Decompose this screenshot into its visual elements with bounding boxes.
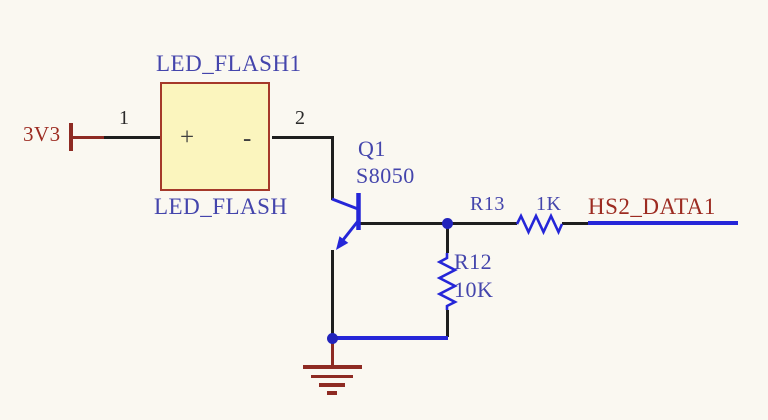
- led-pin1-number: 1: [119, 107, 130, 129]
- wire-collector-vertical: [331, 136, 334, 200]
- ground-stem: [330, 341, 334, 366]
- power-port-stub-wire: [71, 136, 104, 139]
- r13-value-label: 1K: [536, 193, 562, 215]
- transistor-emitter-arrow: [336, 236, 349, 250]
- led-plus-marking: +: [180, 124, 195, 151]
- led-component-body: [160, 82, 270, 191]
- resistor-r12-zigzag: [436, 253, 458, 310]
- wire-node-to-r12: [445, 227, 449, 253]
- r12-value-label: 10K: [454, 277, 494, 302]
- resistor-r13-zigzag: [515, 212, 564, 236]
- junction-dot-base-node: [441, 217, 453, 229]
- junction-dot-ground-node: [327, 332, 338, 344]
- npn-transistor-symbol: [331, 193, 361, 250]
- led-comment-label: LED_FLASH: [154, 194, 288, 219]
- wire-r12-bottom-lead: [445, 310, 449, 337]
- ground-bar-4: [327, 391, 337, 395]
- led-minus-marking: -: [243, 125, 252, 152]
- r13-designator-label: R13: [470, 193, 505, 215]
- wire-emitter-vertical: [331, 250, 334, 338]
- wire-led-pin2: [272, 136, 334, 139]
- power-port-bar: [69, 123, 73, 151]
- transistor-designator-label: Q1: [358, 136, 386, 161]
- wire-base: [360, 222, 445, 225]
- transistor-emitter-line: [341, 220, 360, 241]
- transistor-collector-line: [331, 197, 359, 211]
- wire-r13-out: [562, 222, 589, 225]
- transistor-part-label: S8050: [356, 163, 415, 188]
- wire-3v3-to-led: [104, 136, 160, 139]
- wire-node-to-r13: [447, 222, 517, 225]
- wire-bottom-horizontal: [331, 336, 448, 340]
- led-pin2-number: 2: [295, 107, 306, 129]
- ground-bar-3: [319, 383, 345, 387]
- ground-bar-2: [311, 374, 353, 378]
- net-label-hs2-data1: HS2_DATA1: [588, 194, 716, 219]
- led-designator-label: LED_FLASH1: [156, 51, 302, 76]
- power-port-label: 3V3: [23, 122, 61, 146]
- wire-net-hs2-data1: [588, 221, 738, 225]
- r12-designator-label: R12: [454, 249, 493, 274]
- ground-bar-1: [303, 365, 362, 369]
